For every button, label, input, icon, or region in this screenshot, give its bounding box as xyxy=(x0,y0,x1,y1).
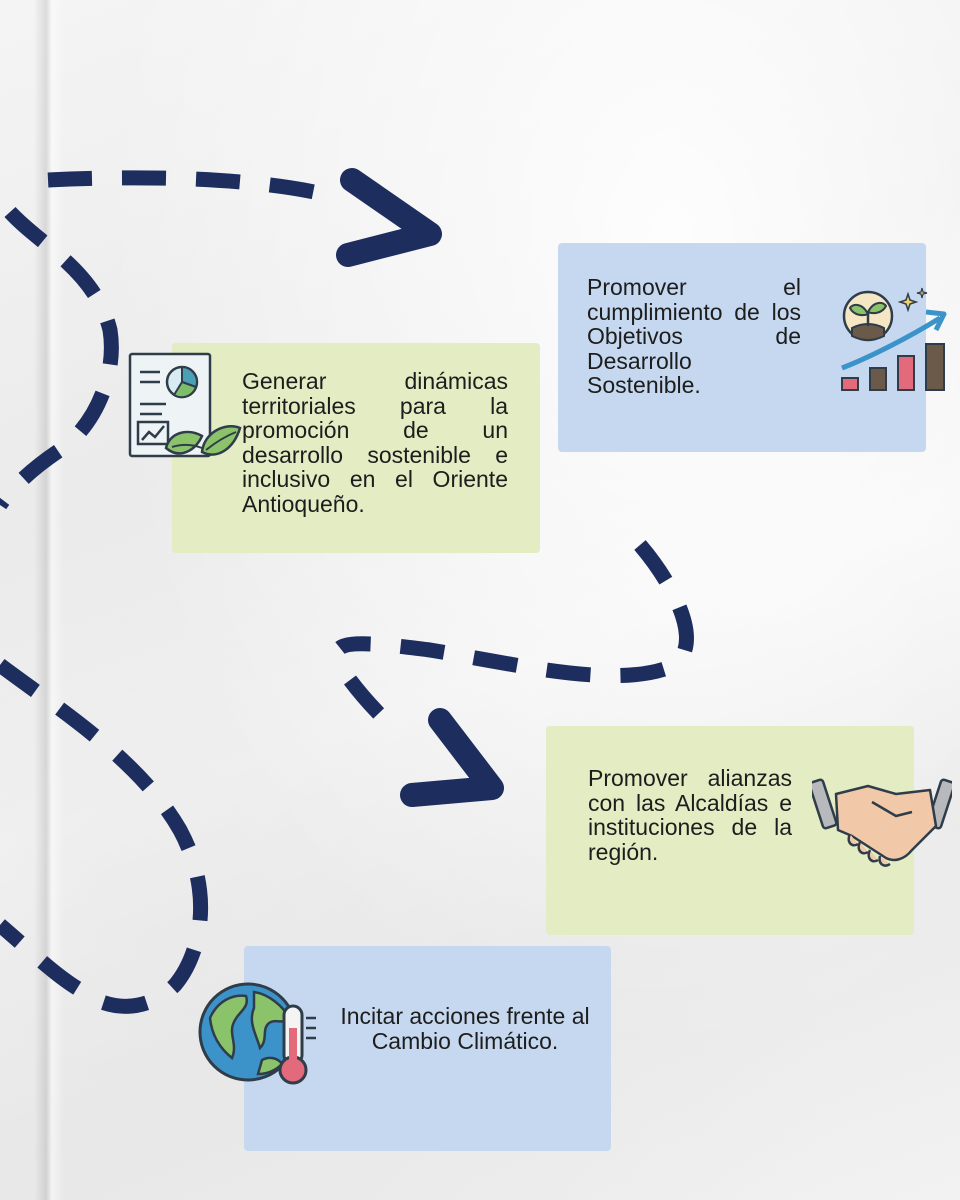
card-dinamicas-text: Generar dinámicas territoriales para la … xyxy=(242,368,508,517)
globe-thermometer-icon xyxy=(198,982,316,1085)
card-alianzas: Promover alianzas con las Alcaldías e in… xyxy=(546,726,914,935)
card-ods: Promover el cumplimiento de los Objetivo… xyxy=(558,243,926,452)
path-segment-top xyxy=(47,170,334,204)
card-clima: Incitar acciones frente al Cambio Climát… xyxy=(244,946,611,1151)
arrow-middle xyxy=(400,708,504,807)
report-leaves-icon xyxy=(128,352,242,458)
card-clima-text: Incitar acciones frente al Cambio Climát… xyxy=(340,1003,590,1054)
card-ods-text: Promover el cumplimiento de los Objetivo… xyxy=(587,274,801,398)
card-alianzas-text: Promover alianzas con las Alcaldías e in… xyxy=(588,765,792,865)
path-segment-middle-down xyxy=(344,675,401,736)
path-segment-left-curve xyxy=(0,206,119,510)
arrow-top xyxy=(336,168,442,267)
handshake-icon xyxy=(812,778,952,867)
card-dinamicas: Generar dinámicas territoriales para la … xyxy=(172,343,540,553)
path-segment-middle xyxy=(335,540,694,684)
paper-fold xyxy=(34,0,64,1200)
growth-chart-sprout-icon xyxy=(841,287,947,391)
path-segment-left-lower xyxy=(0,658,209,1014)
